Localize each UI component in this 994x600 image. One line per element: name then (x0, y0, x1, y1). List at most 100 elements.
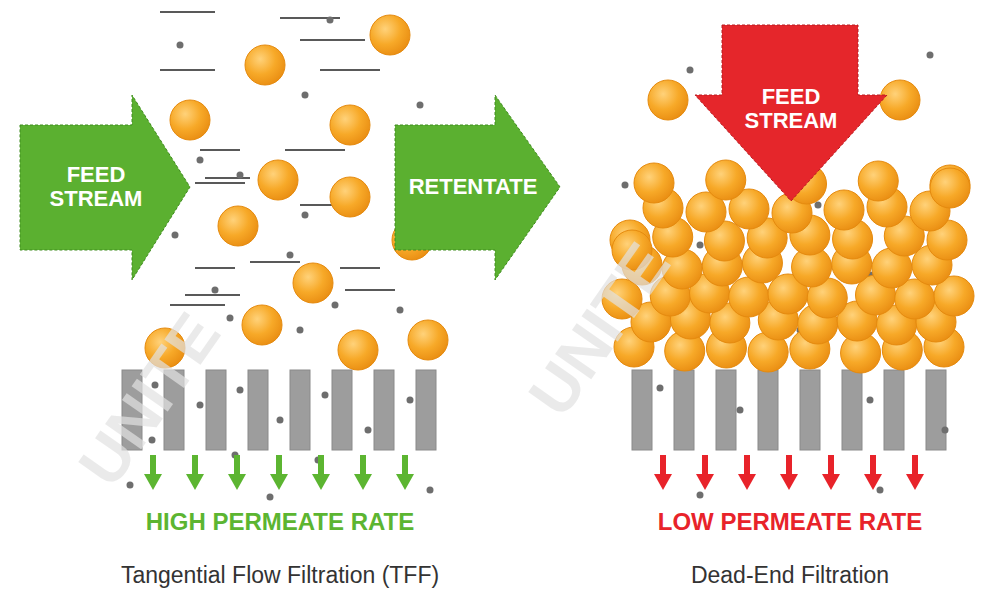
retentate-arrow: RETENTATE (395, 95, 560, 280)
membrane-bar (716, 370, 736, 450)
feed-arrow: FEED STREAM (20, 95, 190, 280)
solute-dot (877, 487, 884, 494)
particle (258, 160, 298, 200)
membrane-bar (332, 370, 352, 450)
particle (706, 160, 746, 200)
arrow-label: FEED STREAM (726, 85, 856, 133)
solute-dot (697, 242, 704, 249)
flow-line (195, 182, 245, 184)
permeate-arrow (906, 455, 924, 490)
membrane-bar (842, 370, 862, 450)
flow-line (185, 294, 240, 296)
permeate-arrow (396, 455, 414, 490)
solute-dot (407, 397, 414, 404)
particle (880, 80, 920, 120)
permeate-arrow (228, 455, 246, 490)
solute-dot (927, 52, 934, 59)
solute-dot (237, 387, 244, 394)
permeate-arrow (654, 455, 672, 490)
rate-label: LOW PERMEATE RATE (658, 508, 922, 536)
flow-line (205, 177, 250, 179)
panel-title: Tangential Flow Filtration (TFF) (121, 562, 439, 588)
solute-dot (177, 42, 184, 49)
retained-particles (145, 15, 974, 373)
arrow-outline (20, 95, 190, 280)
flow-line (195, 267, 235, 269)
particle (648, 80, 688, 120)
solute-dot (237, 172, 244, 179)
membrane-bar (248, 370, 268, 450)
permeate-arrow (696, 455, 714, 490)
permeate-arrow (186, 455, 204, 490)
particle (858, 161, 898, 201)
flow-line (320, 69, 380, 71)
membrane-bar (884, 370, 904, 450)
permeate-arrow (822, 455, 840, 490)
particle (170, 100, 210, 140)
particle (245, 45, 285, 85)
flow-line (340, 267, 380, 269)
arrow-outline (695, 25, 887, 201)
flow-line (200, 149, 240, 151)
particle (330, 105, 370, 145)
particle (330, 177, 370, 217)
solute-dot (322, 392, 329, 399)
solute-dot (287, 252, 294, 259)
particle (634, 163, 674, 203)
particle (338, 330, 378, 370)
solute-dot (687, 67, 694, 74)
solute-dot (332, 302, 339, 309)
flow-lines (160, 12, 395, 305)
flow-line (160, 11, 215, 13)
solute-dot (365, 427, 372, 434)
solute-dot (277, 417, 284, 424)
solute-dot (867, 397, 874, 404)
membrane-bar (758, 370, 778, 450)
solute-dot (942, 427, 949, 434)
membrane-bar (926, 370, 946, 450)
particle (370, 15, 410, 55)
flow-line (345, 289, 395, 291)
arrow-outline (395, 95, 560, 280)
permeate-arrow (312, 455, 330, 490)
flow-line (300, 204, 335, 206)
permeate-arrow (780, 455, 798, 490)
solute-dots (127, 17, 949, 501)
flow-line (300, 39, 365, 41)
particle (824, 190, 864, 230)
solute-dot (417, 102, 424, 109)
solute-dot (172, 232, 179, 239)
permeate-arrow (354, 455, 372, 490)
permeate-arrow (270, 455, 288, 490)
solute-dot (697, 492, 704, 499)
solute-dot (197, 402, 204, 409)
flow-line (160, 69, 215, 71)
solute-dot (815, 202, 822, 209)
particle (242, 305, 282, 345)
feed-arrow: FEED STREAM (695, 25, 887, 201)
particle (218, 206, 258, 246)
membrane-bar (416, 370, 436, 450)
particle (293, 263, 333, 303)
arrow-label: RETENTATE (398, 175, 548, 199)
solute-dot (267, 494, 274, 501)
particle (408, 320, 448, 360)
membrane-bar (674, 370, 694, 450)
solute-dot (297, 327, 304, 334)
membrane-bar (290, 370, 310, 450)
permeate-arrows (144, 455, 924, 490)
membrane-bar (632, 370, 652, 450)
solute-dot (657, 385, 664, 392)
solute-dot (197, 157, 204, 164)
panel-title: Dead-End Filtration (691, 562, 889, 588)
flow-line (285, 149, 345, 151)
solute-dot (622, 182, 629, 189)
permeate-arrow (864, 455, 882, 490)
membrane-bar (374, 370, 394, 450)
solute-dot (302, 212, 309, 219)
solute-dot (737, 407, 744, 414)
solute-dot (227, 315, 234, 322)
solute-dot (427, 487, 434, 494)
solute-dot (327, 17, 334, 24)
